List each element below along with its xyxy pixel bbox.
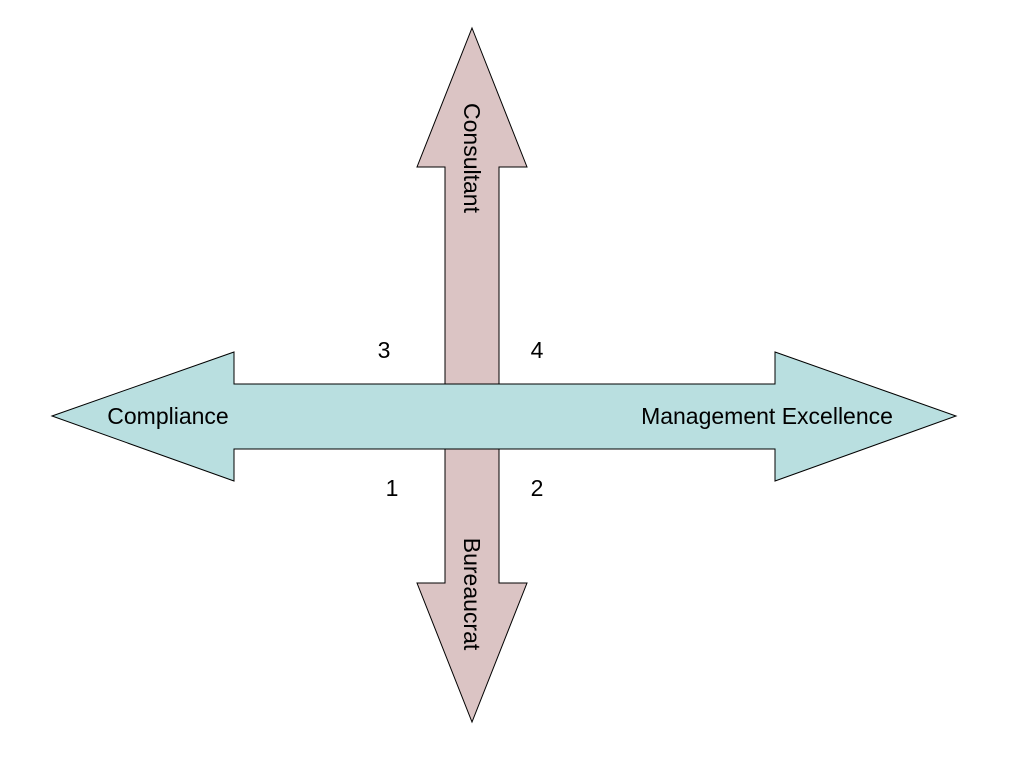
quadrant-2-label: 2 — [531, 475, 544, 501]
quadrant-3-label: 3 — [378, 337, 391, 363]
compliance-label: Compliance — [107, 403, 228, 429]
horizontal-double-arrow — [50, 351, 958, 482]
vertical-double-arrow — [416, 26, 528, 724]
quadrant-1-label: 1 — [386, 475, 399, 501]
quadrant-4-label: 4 — [531, 337, 544, 363]
consultant-label: Consultant — [459, 103, 485, 214]
management-excellence-label: Management Excellence — [641, 403, 893, 429]
bureaucrat-label: Bureaucrat — [459, 538, 485, 651]
